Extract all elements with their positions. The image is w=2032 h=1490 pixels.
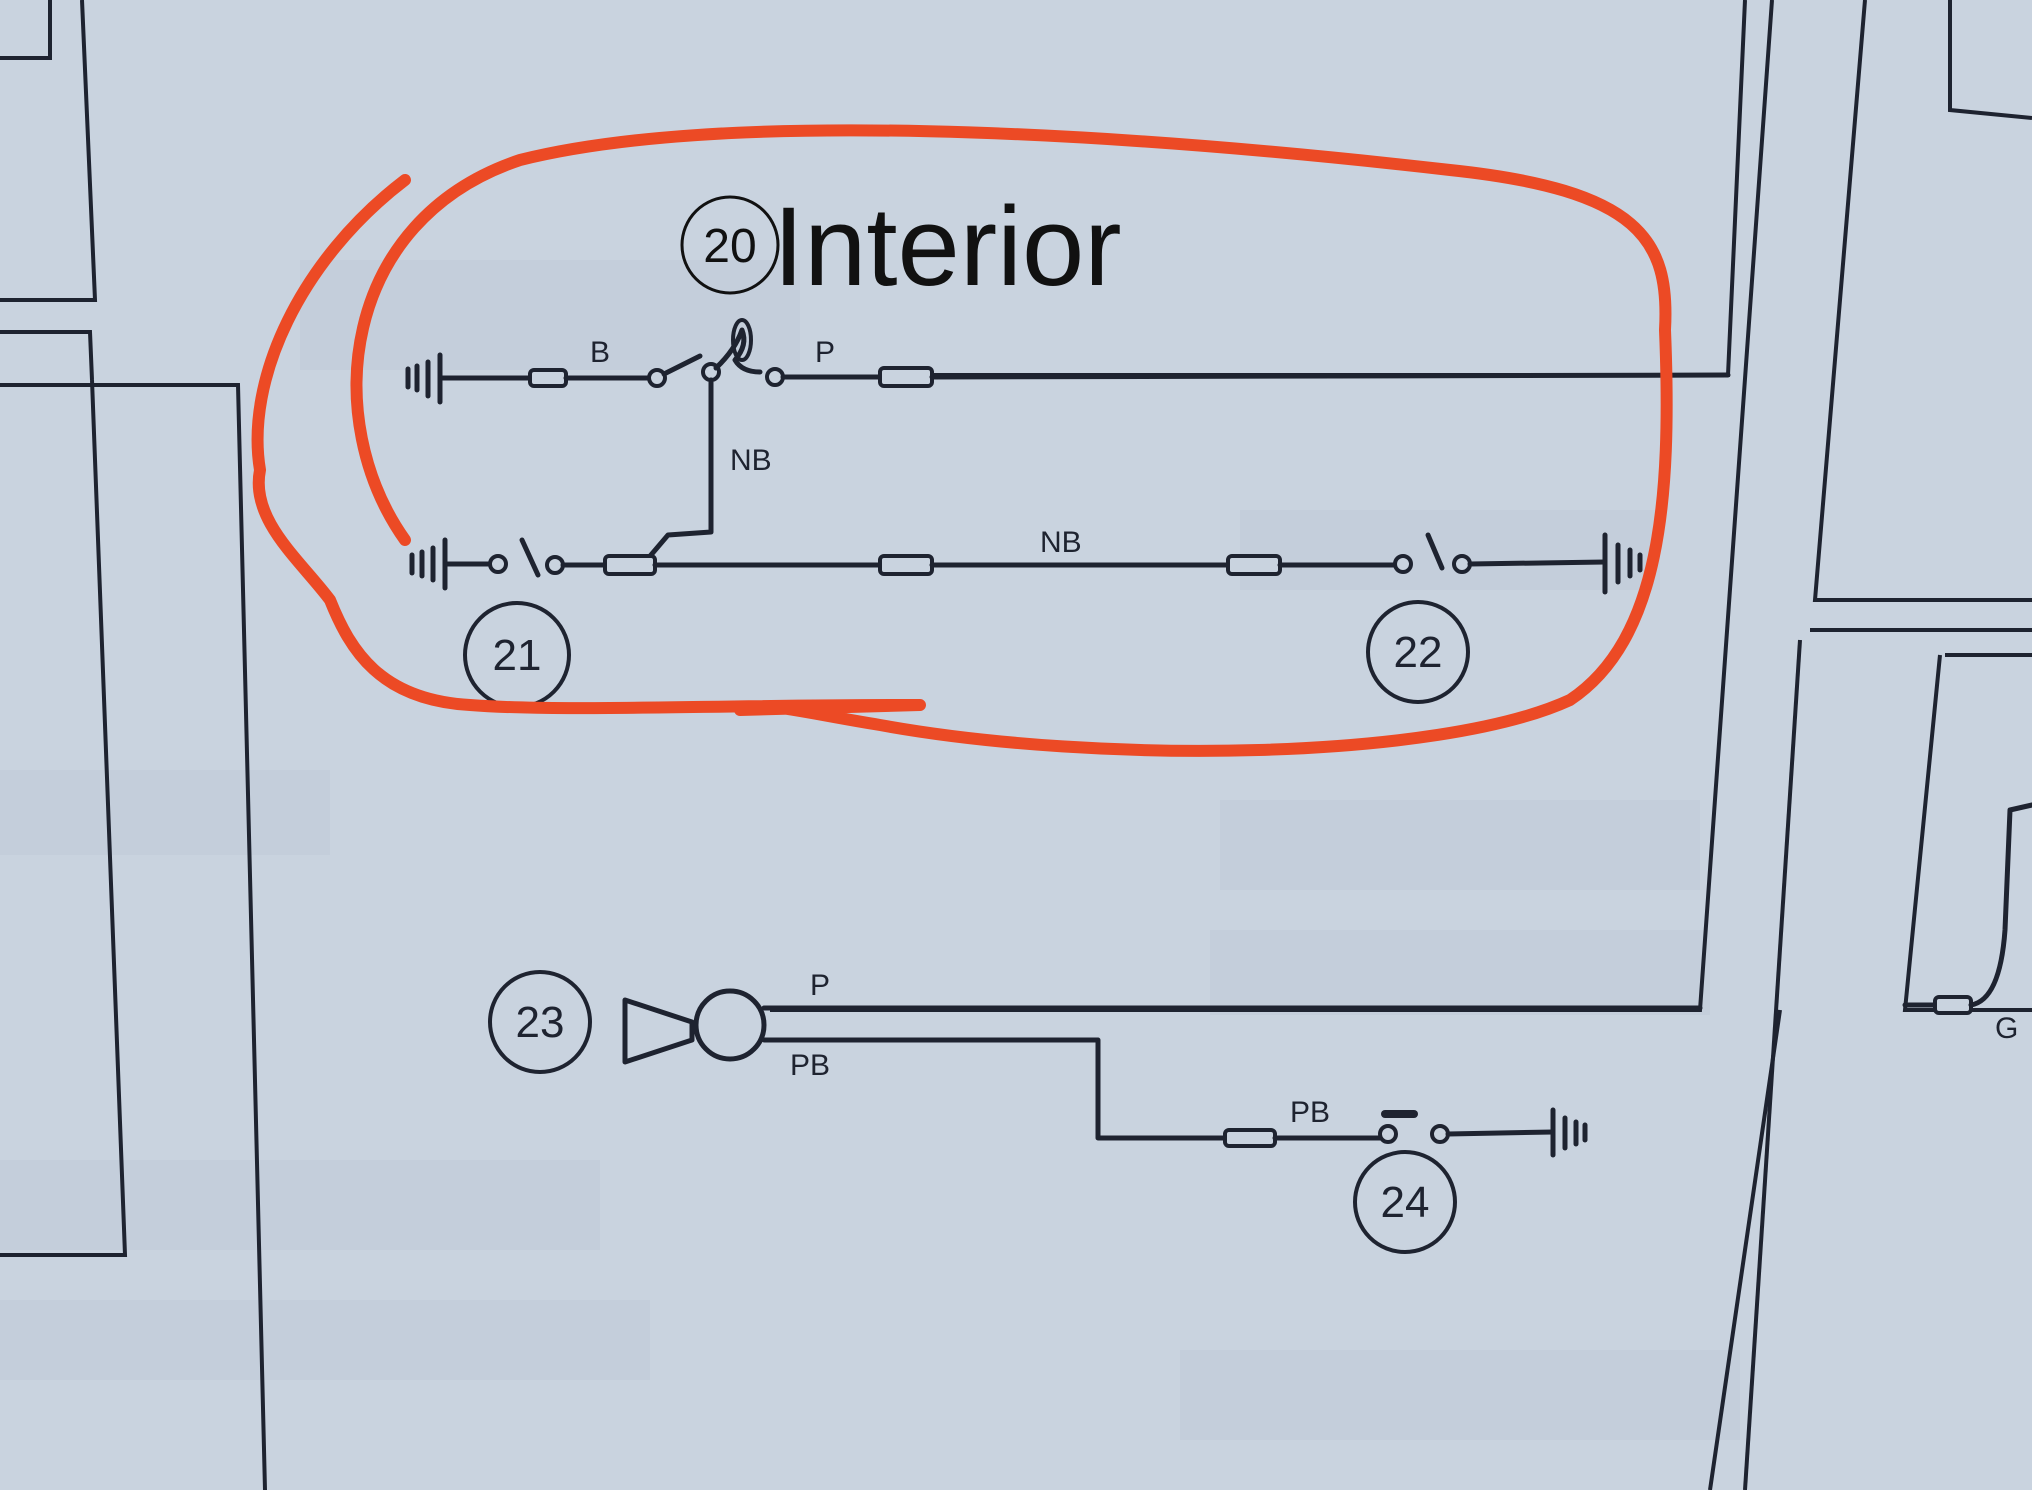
annotation-title: Interior xyxy=(773,184,1122,309)
wire-label-pb-button: PB xyxy=(1290,1096,1330,1129)
svg-text:24: 24 xyxy=(1381,1178,1430,1227)
fuse-b xyxy=(528,368,568,388)
wire-label-p-top: P xyxy=(815,336,835,369)
annotation-number-ring xyxy=(680,195,780,295)
wire-label-g: G xyxy=(1995,1012,2018,1045)
annotation-label: 20 Interior xyxy=(680,184,1122,309)
circuit-23-24-horn xyxy=(622,988,1703,1158)
component-number-21: 21 xyxy=(463,601,571,709)
wire-label-p-horn: P xyxy=(810,969,830,1002)
horn-symbol xyxy=(622,997,695,1065)
component-number-23: 23 xyxy=(488,970,592,1074)
component-number-22: 22 xyxy=(1366,600,1470,704)
fuse-p xyxy=(878,366,934,388)
wire-label-nb-vertical: NB xyxy=(730,444,772,477)
interior-light-switch xyxy=(731,318,753,362)
svg-text:21: 21 xyxy=(493,631,542,680)
right-edge-partial-circuit xyxy=(1902,802,2032,1015)
wire-label-b: B xyxy=(590,336,610,369)
ground-symbol-top-left xyxy=(405,352,443,405)
svg-text:23: 23 xyxy=(516,998,565,1047)
wire-label-nb-horizontal: NB xyxy=(1040,526,1082,559)
background-ghost-print xyxy=(0,260,1740,1440)
circuit-21-22-door-switches xyxy=(409,532,1643,595)
horn-body xyxy=(693,988,767,1062)
red-marker-circle xyxy=(251,124,1673,757)
svg-text:22: 22 xyxy=(1394,628,1443,677)
circuit-20-top-row xyxy=(437,318,1731,565)
wire-label-pb-horn: PB xyxy=(790,1049,830,1082)
annotation-number: 20 xyxy=(703,220,756,273)
component-number-24: 24 xyxy=(1353,1150,1457,1254)
